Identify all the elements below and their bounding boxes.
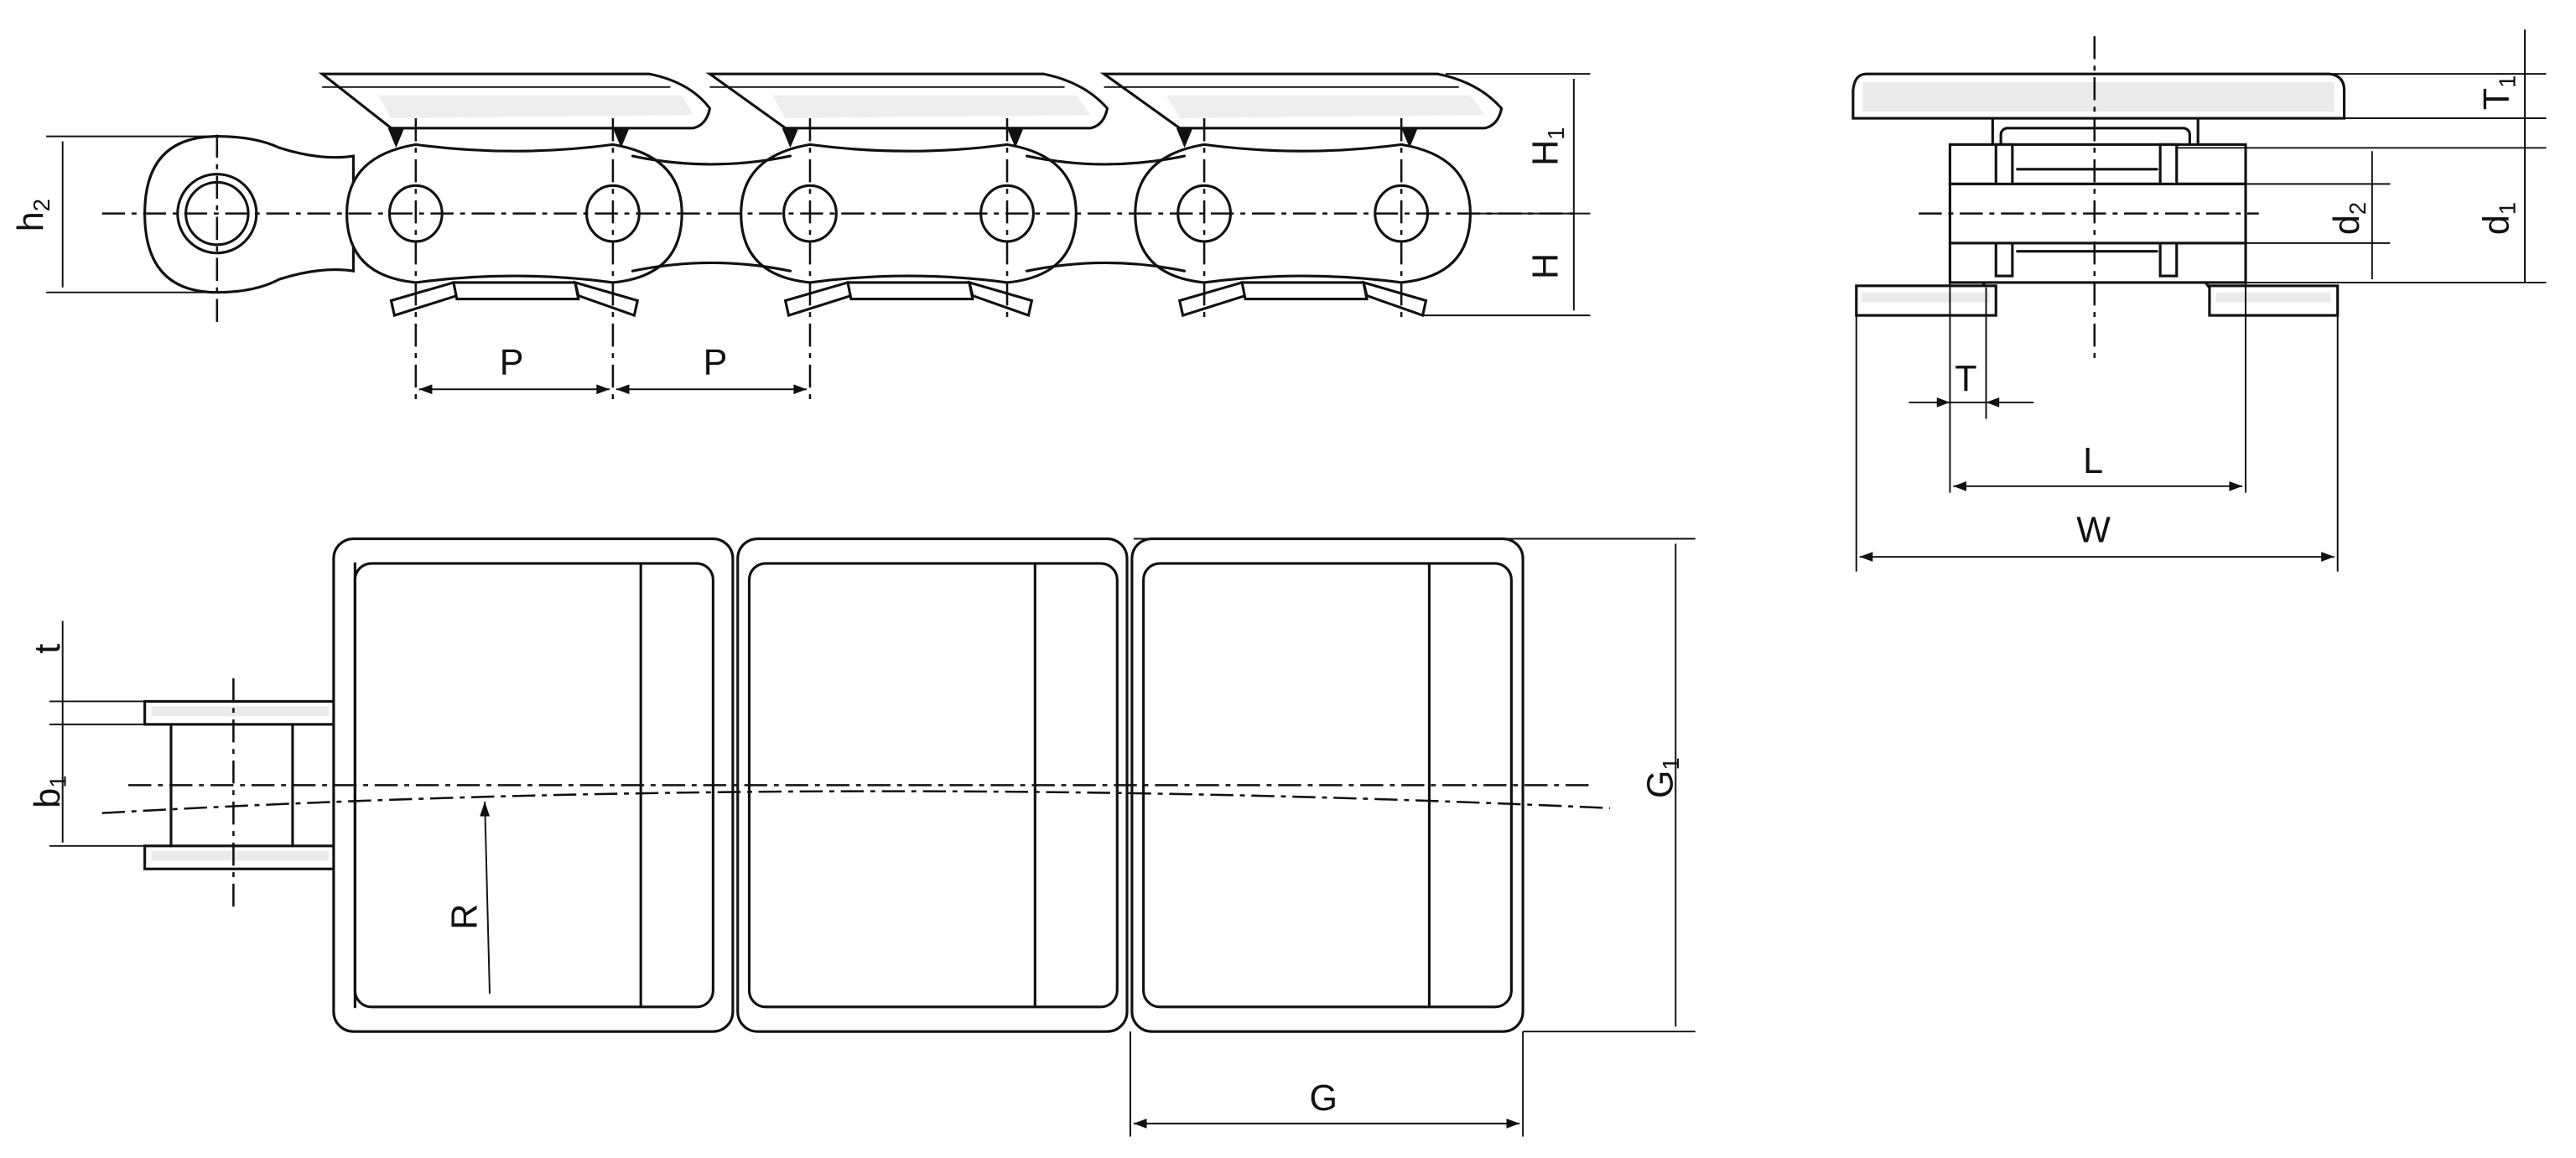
top-view: t b1 R G1 G [28,537,1696,1137]
label-h2: h [11,211,51,231]
label-p-right: P [704,343,728,383]
label-t1: T [2476,88,2516,110]
label-w: W [2076,510,2111,550]
top-plate-2 [705,72,1109,130]
label-h: H [1525,253,1566,279]
svg-text:d2: d2 [2327,202,2371,235]
svg-text:h2: h2 [11,199,55,231]
label-g: G [1309,1078,1337,1119]
svg-text:d1: d1 [2476,202,2520,235]
end-view: T1 d2 d1 T L W [1852,29,2547,572]
bottom-shoes [389,280,1428,318]
svg-text:b1: b1 [28,776,71,808]
label-b1: b [28,788,68,808]
label-g1: G [1640,770,1680,798]
top-plate-3 [1099,72,1504,130]
side-view: h2 P P H1 H [11,72,1591,402]
svg-text:H1: H1 [1525,127,1569,165]
label-p-left: P [500,343,524,383]
label-t-small: t [28,644,68,654]
svg-text:T1: T1 [2476,75,2520,111]
svg-text:G1: G1 [1640,757,1684,798]
label-d1: d [2476,215,2516,235]
label-t: T [1955,359,1976,399]
top-plate-1 [318,72,712,130]
label-l: L [2083,441,2103,481]
label-d2: d [2327,215,2367,235]
label-h1: H [1525,140,1566,166]
label-r: R [444,904,485,930]
